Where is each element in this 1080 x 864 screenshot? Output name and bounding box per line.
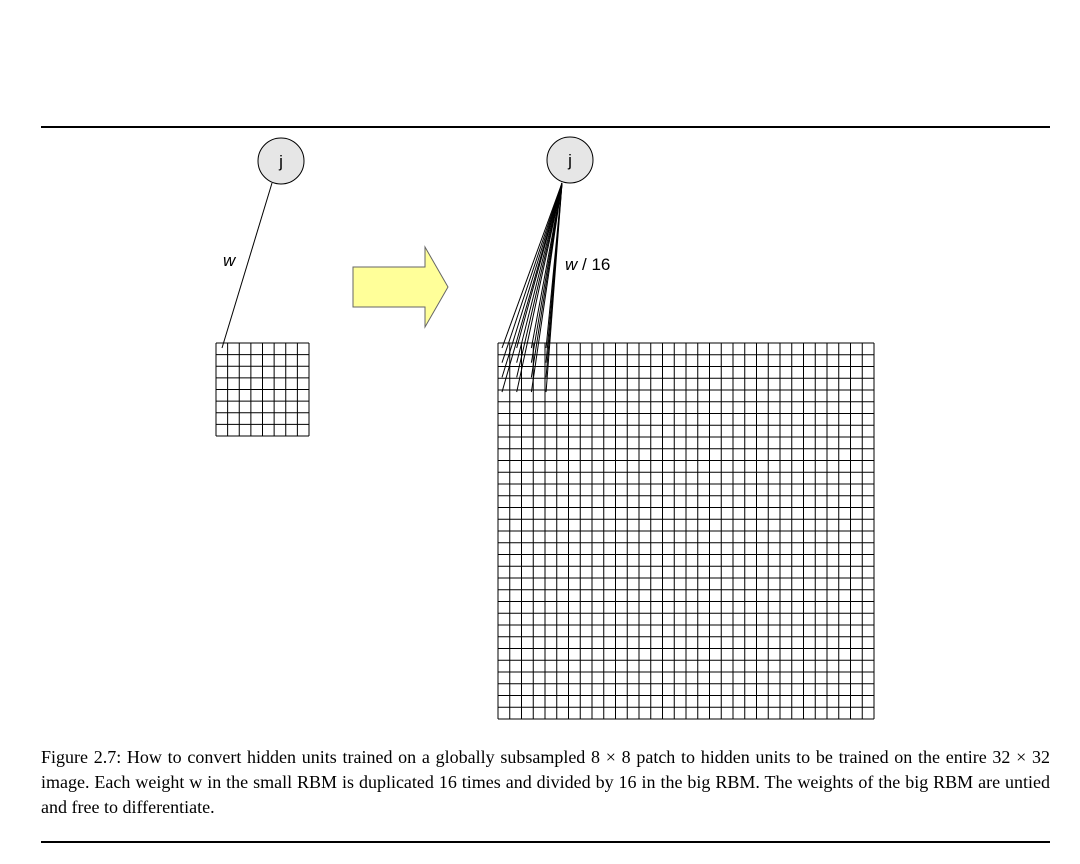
big-weight-connection — [501, 182, 563, 378]
figure-caption: Figure 2.7: How to convert hidden units … — [41, 747, 1050, 817]
big-weight-connection — [516, 182, 563, 378]
big-weight-connection — [501, 182, 563, 349]
big-weight-connection — [530, 182, 563, 393]
small-rbm: j w — [215, 137, 310, 437]
big-weight-connection — [501, 182, 563, 393]
small-hidden-unit-node — [257, 137, 305, 185]
big-visible-grid — [497, 342, 875, 720]
small-hidden-unit-label: j — [278, 152, 283, 171]
figure-diagram: j w j w / 16 — [215, 136, 875, 720]
big-weight-divisor: / 16 — [577, 255, 610, 274]
big-weight-connection — [545, 182, 563, 393]
big-hidden-unit-label: j — [567, 151, 572, 170]
small-visible-grid — [215, 342, 310, 437]
big-hidden-unit-node — [546, 136, 594, 184]
big-weight-connection — [501, 182, 563, 363]
big-weight-connections — [501, 182, 563, 393]
bottom-rule — [41, 841, 1050, 843]
small-weight-label: w — [223, 251, 237, 270]
big-weight-connection — [516, 182, 563, 393]
top-rule — [41, 126, 1050, 128]
big-weight-var: w — [565, 255, 579, 274]
big-rbm: j w / 16 — [497, 136, 875, 720]
big-weight-label: w / 16 — [565, 255, 610, 274]
small-weight-connection — [221, 182, 273, 349]
big-weight-connection — [516, 182, 563, 363]
transform-arrow — [352, 245, 449, 329]
